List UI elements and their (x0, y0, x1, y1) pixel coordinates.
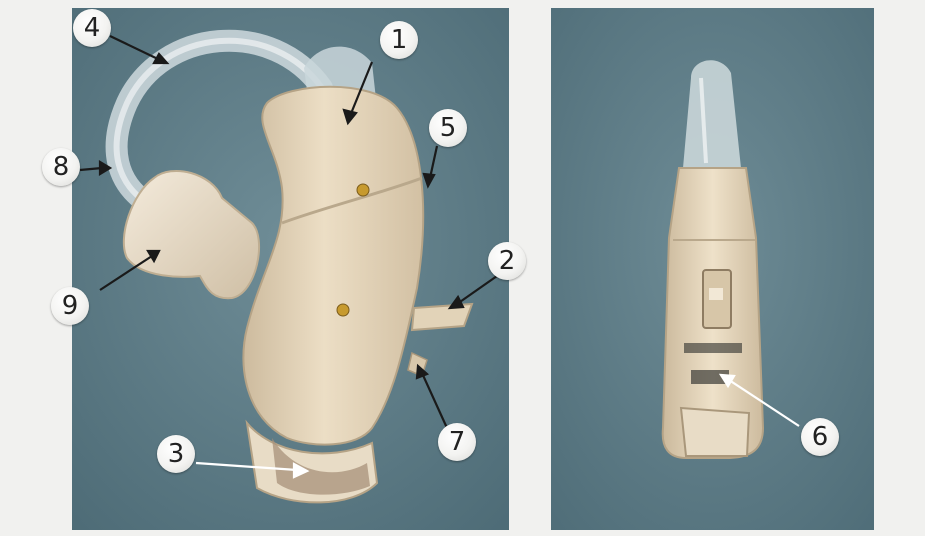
callout-5: 5 (429, 109, 467, 147)
callout-4: 4 (73, 9, 111, 47)
screw-lower (337, 304, 349, 316)
marking-row-1 (684, 343, 742, 353)
toggle-knob (709, 288, 723, 300)
callout-8: 8 (42, 148, 80, 186)
callout-7: 7 (438, 423, 476, 461)
callout-3: 3 (157, 435, 195, 473)
callout-2: 2 (488, 242, 526, 280)
callout-1: 1 (380, 21, 418, 59)
callout-9: 9 (51, 287, 89, 325)
screw-upper (357, 184, 369, 196)
callout-6: 6 (801, 418, 839, 456)
battery-door-back (681, 408, 749, 456)
